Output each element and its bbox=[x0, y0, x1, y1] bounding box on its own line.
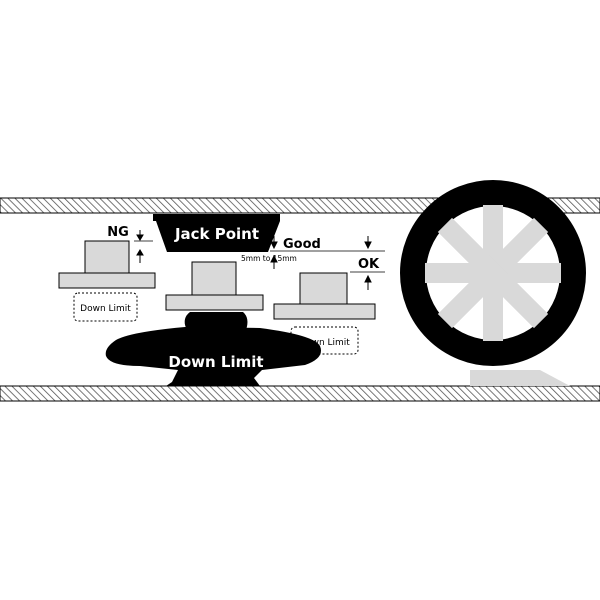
good-label: Good bbox=[283, 237, 321, 252]
floor-panel bbox=[0, 385, 600, 402]
good-indicator bbox=[270, 236, 385, 269]
down-limit-box-left-label: Down Limit bbox=[80, 304, 131, 314]
jack-point-block bbox=[153, 214, 280, 252]
jack-icon bbox=[105, 312, 321, 386]
jack-point-label: Jack Point bbox=[174, 225, 259, 243]
part-middle bbox=[165, 261, 264, 311]
ok-label: OK bbox=[358, 257, 380, 272]
ng-gap-indicator bbox=[134, 230, 153, 263]
wheel-icon bbox=[400, 180, 586, 386]
wheel-spokes bbox=[425, 205, 561, 341]
part-ok bbox=[273, 272, 376, 320]
ok-indicator bbox=[350, 236, 385, 290]
down-limit-box-right-label: Down Limit bbox=[299, 338, 350, 348]
ng-label: NG bbox=[107, 225, 129, 240]
down-limit-box-left bbox=[73, 292, 138, 322]
part-ng bbox=[58, 240, 156, 289]
range-label: 5mm to 15mm bbox=[241, 254, 297, 263]
down-limit-main-label: Down Limit bbox=[168, 353, 263, 371]
